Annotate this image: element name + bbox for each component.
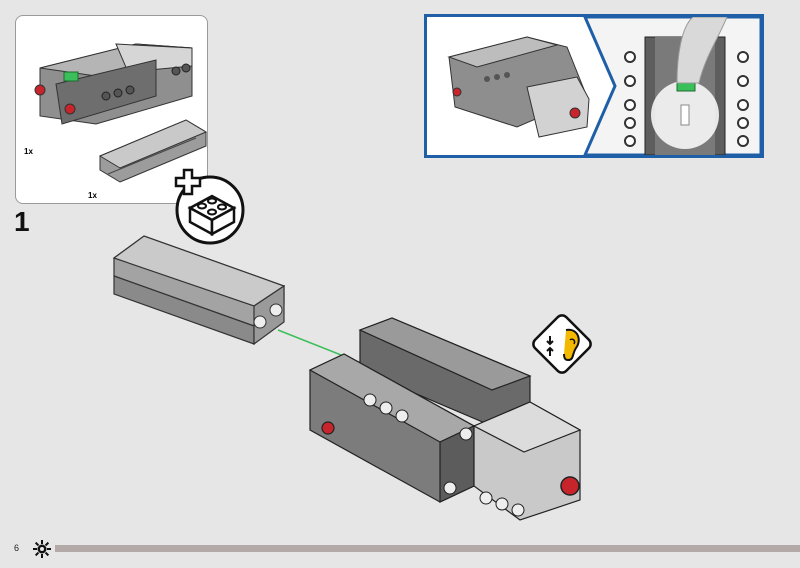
- qty-label-1: 1x: [24, 147, 33, 156]
- parts-callout: 1x 1x: [15, 15, 208, 204]
- tip-illustration: [447, 17, 761, 155]
- battery-cover-main: [112, 235, 286, 346]
- step-number: 1: [14, 206, 30, 237]
- footer-bar: [55, 545, 800, 552]
- parts-illustration: 1x 1x: [24, 43, 208, 200]
- gear-icon: [33, 540, 51, 558]
- qty-label-2: 1x: [88, 191, 97, 200]
- step-illustration: [112, 235, 582, 521]
- plus-brick-icon: [174, 168, 245, 245]
- hub-assembly-part: [34, 43, 193, 125]
- battery-cover-part: [98, 119, 208, 183]
- button-closeup: [624, 17, 749, 155]
- tip-callout: [424, 14, 764, 158]
- ear-click-icon: [532, 314, 592, 374]
- page-number: 6: [14, 543, 20, 553]
- hub-small-part: [447, 36, 590, 138]
- hub-main: [308, 317, 582, 521]
